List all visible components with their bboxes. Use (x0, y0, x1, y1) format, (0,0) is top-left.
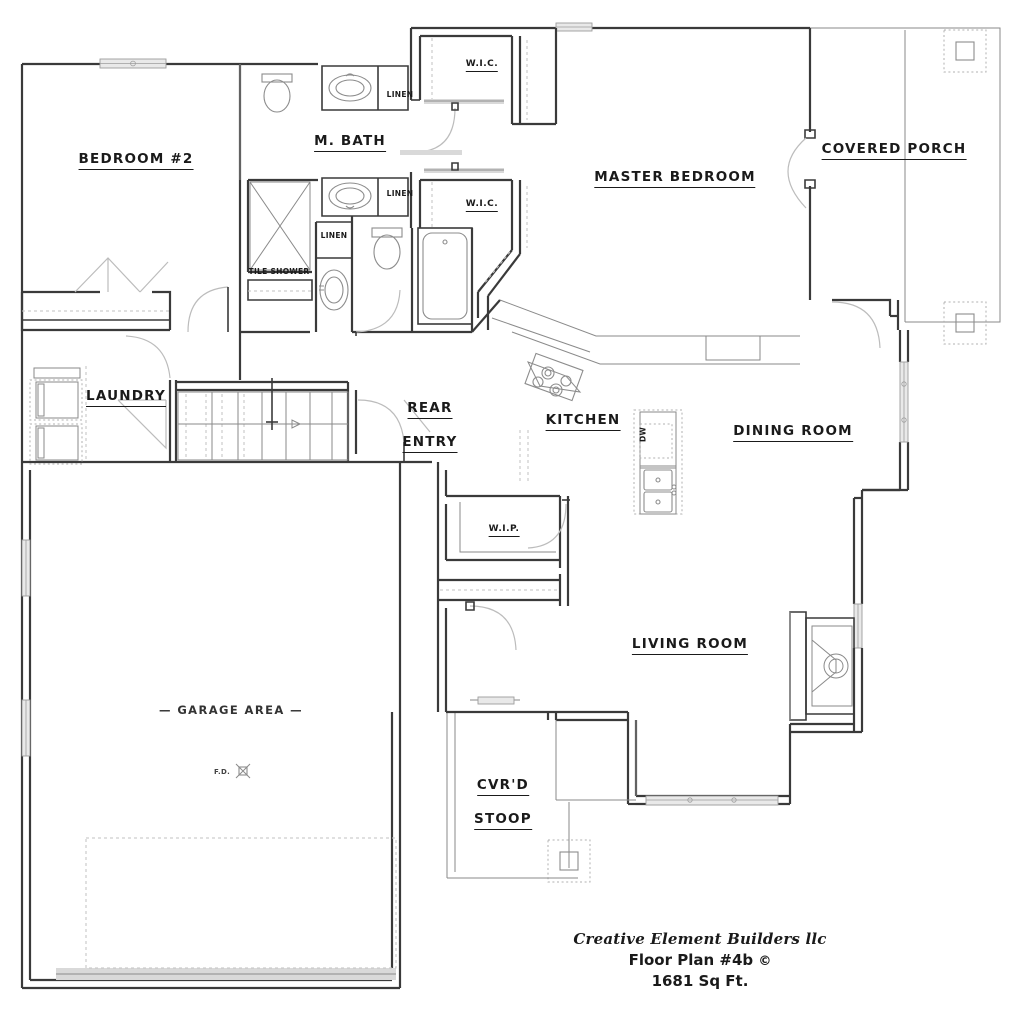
bedroom2-door (187, 286, 229, 333)
title-plan: Floor Plan #4b © (628, 951, 772, 969)
bedroom2-exterior (20, 58, 242, 330)
wip-pantry-walls (436, 462, 570, 574)
fireplace (789, 611, 855, 721)
living-stoop-wall (546, 710, 628, 722)
bath-left-walls (238, 62, 318, 332)
kitchen-cooktop (524, 352, 584, 402)
garage-hall (436, 566, 570, 606)
label-wic-lower: W.I.C. (465, 199, 499, 212)
porch-door-arc (831, 298, 900, 349)
title-company: Creative Element Builders llc (573, 930, 827, 948)
stairs (177, 378, 349, 461)
copyright-icon: © (758, 954, 772, 969)
bedroom2-closet (20, 257, 172, 332)
room-label-m-bath: M. BATH (314, 133, 386, 152)
label-dishwasher: DW (638, 426, 648, 442)
mbath-door-lower (355, 289, 401, 336)
garage-walls (20, 462, 402, 990)
kitchen-pantry-dashed (519, 430, 529, 482)
covered-porch-outline (810, 27, 1001, 323)
misc-details (239, 64, 791, 796)
room-label-master-bedroom: MASTER BEDROOM (594, 169, 756, 188)
title-square-feet: 1681 Sq Ft. (651, 972, 749, 990)
rear-entry-walls (20, 330, 432, 464)
stair-treads (211, 392, 333, 460)
vanity-upper (321, 65, 409, 111)
wic-upper-door (400, 102, 462, 155)
room-label-cvrd-stoop: CVR'D STOOP (462, 762, 532, 830)
room-label-covered-porch: COVERED PORCH (821, 141, 967, 160)
label-tile-shower: TILE SHOWER (248, 267, 310, 276)
label-wic-upper: W.I.C. (465, 59, 499, 72)
title-block: Creative Element Builders llc Floor Plan… (573, 930, 826, 990)
vanity-mid (321, 177, 409, 217)
stoop-step (470, 696, 520, 705)
living-east-wall (790, 603, 864, 734)
laundry-door-lower (117, 399, 167, 450)
dining-east-wall (852, 330, 910, 604)
living-south-wall (626, 712, 792, 806)
label-linen-upper: LINEN (386, 90, 414, 99)
room-label-kitchen: KITCHEN (545, 412, 621, 431)
room-label-laundry: LAUNDRY (86, 388, 166, 407)
porch-column-se (943, 301, 987, 345)
floor-drain-symbol (235, 763, 251, 779)
laundry-appliances (29, 366, 87, 465)
exterior-walls-north (411, 22, 812, 300)
laundry-door-upper (125, 335, 171, 379)
wic-lower-walls (409, 162, 528, 254)
linen-closet-vertical (314, 216, 354, 332)
master-porch-door (787, 129, 816, 209)
toilet-upper (261, 73, 293, 113)
label-linen-mid: LINEN (386, 189, 414, 198)
porch-column-ne (943, 29, 987, 73)
toilet-lower (371, 227, 403, 270)
room-label-dining-room: DINING ROOM (733, 423, 853, 442)
room-label-living-room: LIVING ROOM (631, 636, 749, 655)
wic-upper-walls (409, 28, 556, 126)
label-floor-drain: F.D. (213, 768, 231, 776)
cvrd-stoop-walls (444, 704, 636, 879)
kitchen-island (633, 409, 683, 515)
room-label-bedroom-2: BEDROOM #2 (78, 151, 194, 170)
label-wip-pantry: W.I.P. (488, 524, 520, 537)
wic-angled-wall (476, 249, 521, 330)
bath-south-wall (240, 228, 501, 334)
bathtub (417, 227, 473, 325)
room-label-rear-entry: REAR ENTRY (391, 385, 458, 453)
label-linen-vertical: LINEN (320, 231, 348, 240)
kitchen-upper-cabinet (705, 335, 761, 361)
label-garage-area: — GARAGE AREA — (159, 703, 303, 717)
garage-entry-door (436, 600, 517, 712)
